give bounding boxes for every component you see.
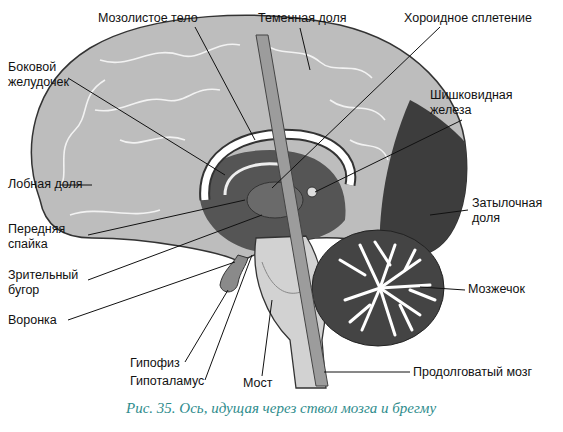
figure-caption: Рис. 35. Ось, идущая через ствол мозга и… xyxy=(126,400,436,417)
part-label: Шишковидная железа xyxy=(430,88,525,118)
part-label: Воронка xyxy=(8,313,88,328)
arbor-vitae xyxy=(340,242,435,335)
part-label: Теменная доля xyxy=(258,11,368,26)
pituitary xyxy=(220,255,248,292)
part-label: Гипофиз xyxy=(130,356,200,371)
part-label: Лобная доля xyxy=(8,177,108,192)
part-label: Зрительный бугор xyxy=(8,268,88,298)
part-label: Мозолистое тело xyxy=(98,11,218,26)
part-label: Затылочная доля xyxy=(472,196,552,226)
part-label: Хороидное сплетение xyxy=(404,11,559,26)
part-label: Мозжечок xyxy=(468,282,558,297)
axis-rod xyxy=(256,35,328,386)
part-label: Гипоталамус xyxy=(130,374,230,389)
part-label: Продолговатый мозг xyxy=(413,365,558,380)
cerebellum xyxy=(312,230,444,346)
leader-lines xyxy=(60,27,468,380)
part-label: Боковой желудочек xyxy=(8,60,86,90)
part-label: Мост xyxy=(243,376,303,391)
part-label: Передняя спайка xyxy=(8,222,80,252)
